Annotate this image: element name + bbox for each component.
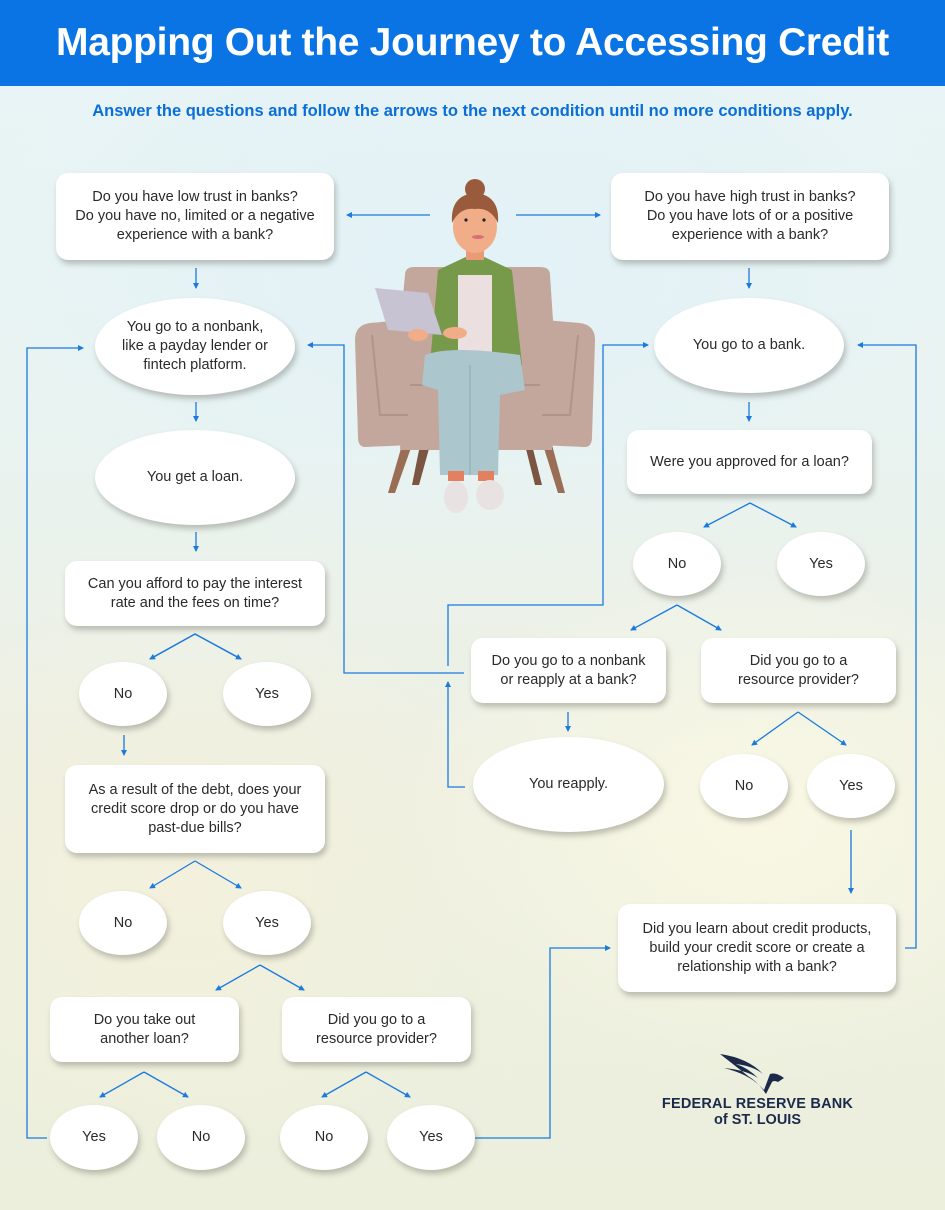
nonbank-line-2: like a payday lender or (122, 338, 268, 354)
resource-question-right-box: Did you go to a resource provider? (701, 638, 896, 703)
bank-node: You go to a bank. (654, 298, 844, 393)
learn-line-3: relationship with a bank? (677, 958, 837, 975)
learn-line-2: build your credit score or create a (649, 939, 865, 956)
get-loan-node: You get a loan. (95, 430, 295, 525)
reapply-node: You reapply. (473, 737, 664, 832)
title-bar: Mapping Out the Journey to Accessing Cre… (0, 0, 945, 86)
afford-question-box: Can you afford to pay the interest rate … (65, 561, 325, 626)
nonbank-or-reapply-question-box: Do you go to a nonbank or reapply at a b… (471, 638, 666, 703)
low-trust-line-1: Do you have low trust in banks? (92, 189, 298, 205)
another-loan-yes-node: Yes (50, 1105, 138, 1170)
nonbank-node: You go to a nonbank, like a payday lende… (95, 298, 295, 395)
approved-question-box: Were you approved for a loan? (627, 430, 872, 494)
afford-line-1: Can you afford to pay the interest (87, 575, 303, 592)
nonbank-line-3: fintech platform. (143, 357, 247, 373)
learn-question-box: Did you learn about credit products, bui… (618, 904, 896, 992)
instructions-subtitle: Answer the questions and follow the arro… (92, 102, 853, 120)
another-loan-line-1: Do you take out (93, 1011, 196, 1028)
resource-left-line-2: resource provider? (316, 1030, 437, 1047)
debt-question-box: As a result of the debt, does your credi… (65, 765, 325, 853)
resource-left-yes-node: Yes (387, 1105, 475, 1170)
low-trust-line-2: Do you have no, limited or a negative (75, 208, 315, 224)
resource-right-line-1: Did you go to a (749, 652, 848, 669)
low-trust-question-box: Do you have low trust in banks? Do you h… (56, 173, 334, 260)
high-trust-line-2: Do you have lots of or a positive (646, 208, 854, 224)
resource-right-no-node: No (700, 754, 788, 818)
nonbank-or-reapply-line-1: Do you go to a nonbank (491, 652, 646, 669)
eagle-icon (720, 1054, 784, 1094)
person-icon (355, 179, 595, 513)
resource-question-left-box: Did you go to a resource provider? (282, 997, 471, 1062)
resource-right-yes-node: Yes (807, 754, 895, 818)
another-loan-question-box: Do you take out another loan? (50, 997, 239, 1062)
afford-line-2: rate and the fees on time? (110, 594, 280, 611)
nonbank-or-reapply-line-2: or reapply at a bank? (500, 671, 637, 688)
high-trust-line-1: Do you have high trust in banks? (644, 189, 856, 205)
debt-line-3: past-due bills? (148, 819, 242, 836)
another-loan-no-node: No (157, 1105, 245, 1170)
afford-no-node: No (79, 662, 167, 726)
debt-yes-node: Yes (223, 891, 311, 955)
debt-line-1: As a result of the debt, does your (88, 781, 302, 798)
low-trust-line-3: experience with a bank? (116, 227, 274, 243)
resource-left-line-1: Did you go to a (327, 1011, 426, 1028)
approved-no-node: No (633, 532, 721, 596)
woman-laptop-illustration (350, 175, 600, 520)
learn-line-1: Did you learn about credit products, (642, 920, 872, 937)
resource-left-no-node: No (280, 1105, 368, 1170)
high-trust-line-3: experience with a bank? (671, 227, 829, 243)
debt-line-2: credit score drop or do you have (91, 800, 299, 817)
afford-yes-node: Yes (223, 662, 311, 726)
approved-yes-node: Yes (777, 532, 865, 596)
nonbank-line-1: You go to a nonbank, (126, 319, 264, 335)
resource-right-line-2: resource provider? (738, 671, 859, 688)
high-trust-question-box: Do you have high trust in banks? Do you … (611, 173, 889, 260)
logo-line-1: FEDERAL RESERVE BANK (661, 1096, 854, 1112)
page-title: Mapping Out the Journey to Accessing Cre… (56, 21, 889, 64)
federal-reserve-logo: FEDERAL RESERVE BANK of ST. LOUIS (650, 1052, 865, 1132)
debt-no-node: No (79, 891, 167, 955)
logo-line-2: of ST. LOUIS (714, 1112, 801, 1128)
another-loan-line-2: another loan? (100, 1030, 189, 1047)
